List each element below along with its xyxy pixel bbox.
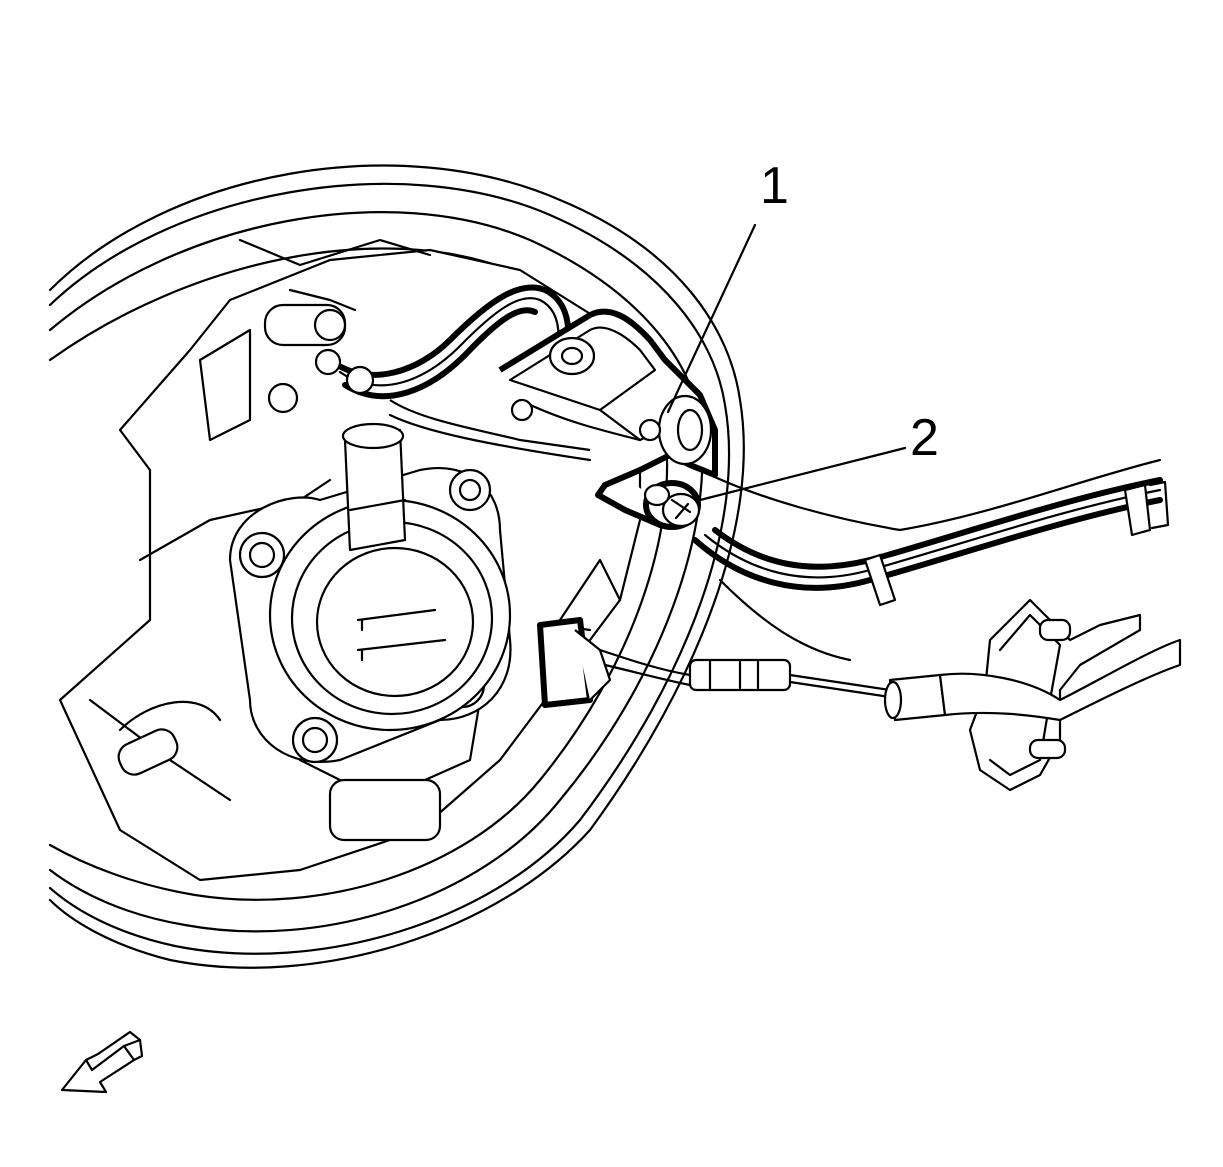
cable-bracket xyxy=(498,308,718,528)
brake-line xyxy=(314,284,592,462)
parking-brake-cable xyxy=(537,617,947,722)
bracket-bolt xyxy=(643,480,701,530)
wheel-cylinder xyxy=(263,288,407,552)
callout-1-leader xyxy=(666,223,757,414)
callout-2-label: 2 xyxy=(910,409,939,467)
outer-cable-hose xyxy=(692,458,1170,662)
callout-2-leader xyxy=(698,446,907,502)
arrow-down-left-icon xyxy=(60,1030,144,1094)
callout-1-label: 1 xyxy=(760,157,789,215)
cable-equalizer-bracket xyxy=(938,598,1182,792)
axle-hub-flange xyxy=(228,467,512,764)
